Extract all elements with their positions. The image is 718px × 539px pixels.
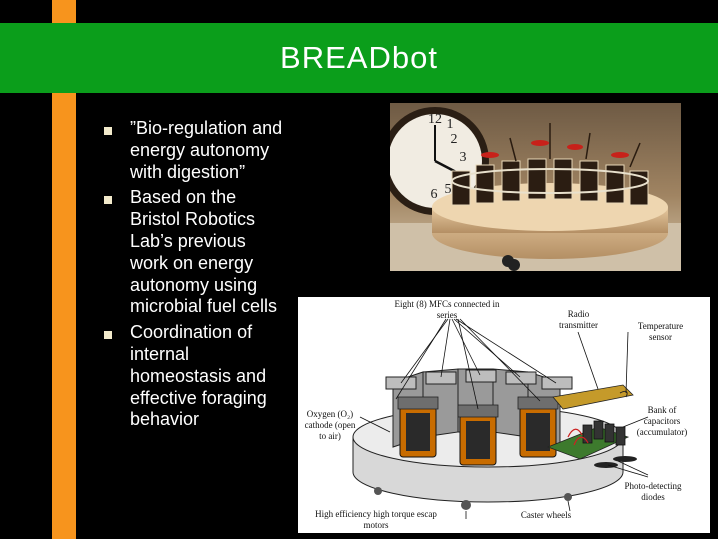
title-band: BREADbot: [0, 23, 718, 93]
bullet-list: ”Bio-regulation and energy autonomy with…: [104, 118, 284, 435]
bullet-text: ”Bio-regulation and energy autonomy with…: [130, 118, 283, 182]
label-mfcs: Eight (8) MFCs connected in series: [394, 299, 500, 320]
clock-numeral: 12: [428, 112, 442, 127]
robot-diagram: Eight (8) MFCs connected in series Radio…: [298, 297, 710, 533]
clock-numeral: 1: [447, 117, 454, 132]
clock-numeral: 5: [445, 182, 452, 197]
bullet-square-icon: [104, 196, 112, 205]
robot-photo: 12 1 2 3 4 5 6: [390, 103, 681, 271]
bullet-square-icon: [104, 331, 112, 340]
clock-numeral: 6: [431, 187, 438, 202]
label-oxygen-cathode: Oxygen (O₂) cathode (open to air): [304, 409, 356, 441]
label-caster-wheels: Caster wheels: [520, 510, 572, 520]
bullet-item: ”Bio-regulation and energy autonomy with…: [104, 118, 284, 183]
clock-numeral: 2: [451, 132, 458, 147]
label-photo-diodes: Photo-detecting diodes: [624, 481, 682, 502]
label-temperature-sensor: Temperature sensor: [637, 321, 684, 342]
clock-numeral: 3: [460, 150, 467, 165]
label-motors: High efficiency high torque escap motors: [315, 509, 437, 530]
bullet-text: Based on the Bristol Robotics Lab’s prev…: [130, 187, 278, 317]
bullet-item: Coordination of internal homeostasis and…: [104, 322, 284, 431]
robot-drawing: [352, 318, 649, 519]
bullet-square-icon: [104, 127, 112, 135]
label-radio-transmitter: Radio transmitter: [559, 309, 598, 330]
bullet-text: Coordination of internal homeostasis and…: [130, 322, 267, 430]
label-capacitor-bank: Bank of capacitors (accumulator): [636, 405, 688, 437]
slide-title: BREADbot: [280, 40, 438, 75]
bullet-item: Based on the Bristol Robotics Lab’s prev…: [104, 187, 284, 318]
